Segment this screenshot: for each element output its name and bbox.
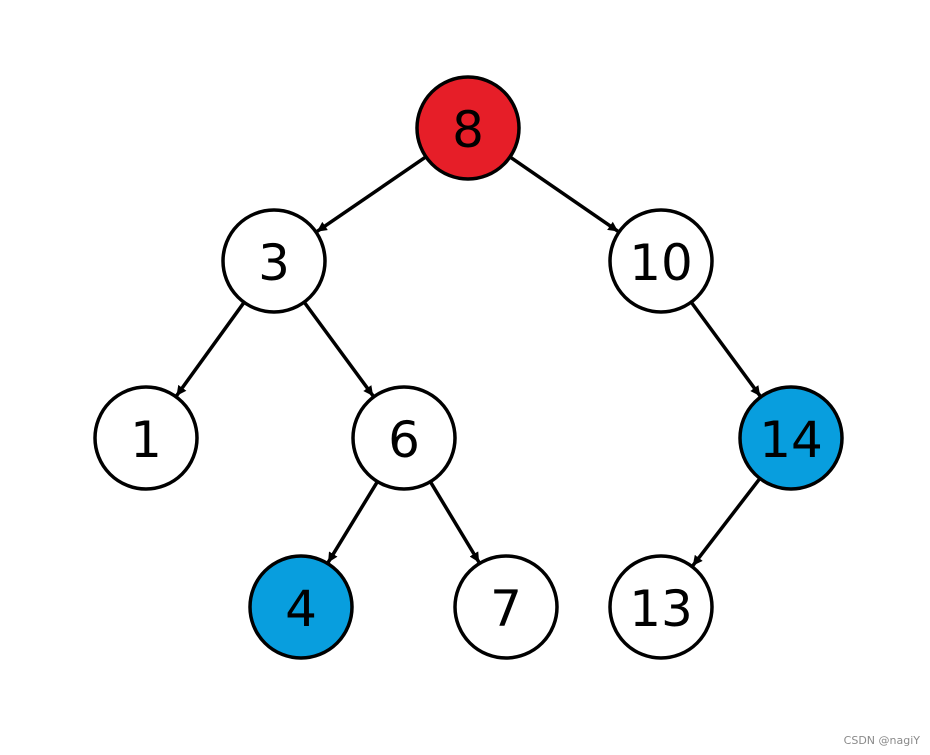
tree-node-7: 7 <box>453 554 559 660</box>
edge-3-to-1 <box>175 301 246 397</box>
node-label: 4 <box>285 580 317 638</box>
node-circle <box>453 554 559 660</box>
watermark: CSDN @nagiY <box>843 734 920 747</box>
node-label: 7 <box>490 580 522 638</box>
node-circle <box>351 385 457 491</box>
edge-6-to-7 <box>428 480 481 564</box>
node-circle <box>221 208 327 314</box>
edges-layer <box>175 155 762 567</box>
nodes-layer: 8 3 10 1 6 14 4 7 13 <box>93 75 844 660</box>
node-circle <box>248 554 354 660</box>
tree-node-10: 10 <box>608 208 714 314</box>
tree-node-14: 14 <box>738 385 844 491</box>
tree-node-1: 1 <box>93 385 199 491</box>
edge-3-to-6 <box>302 301 375 398</box>
tree-node-4: 4 <box>248 554 354 660</box>
node-label: 3 <box>258 234 290 292</box>
node-circle <box>415 75 521 181</box>
node-label: 14 <box>759 411 823 469</box>
node-label: 13 <box>629 580 693 638</box>
node-circle <box>738 385 844 491</box>
tree-node-6: 6 <box>351 385 457 491</box>
node-label: 6 <box>388 411 420 469</box>
node-circle <box>608 208 714 314</box>
node-circle <box>93 385 199 491</box>
node-label: 10 <box>629 234 693 292</box>
node-label: 1 <box>130 411 162 469</box>
edge-8-to-10 <box>509 155 620 233</box>
node-circle <box>608 554 714 660</box>
edge-14-to-13 <box>691 477 762 567</box>
edge-8-to-3 <box>315 155 427 234</box>
tree-node-8: 8 <box>415 75 521 181</box>
tree-node-3: 3 <box>221 208 327 314</box>
tree-node-13: 13 <box>608 554 714 660</box>
node-label: 8 <box>452 101 484 159</box>
edge-6-to-4 <box>326 480 379 564</box>
edge-10-to-14 <box>689 301 762 398</box>
